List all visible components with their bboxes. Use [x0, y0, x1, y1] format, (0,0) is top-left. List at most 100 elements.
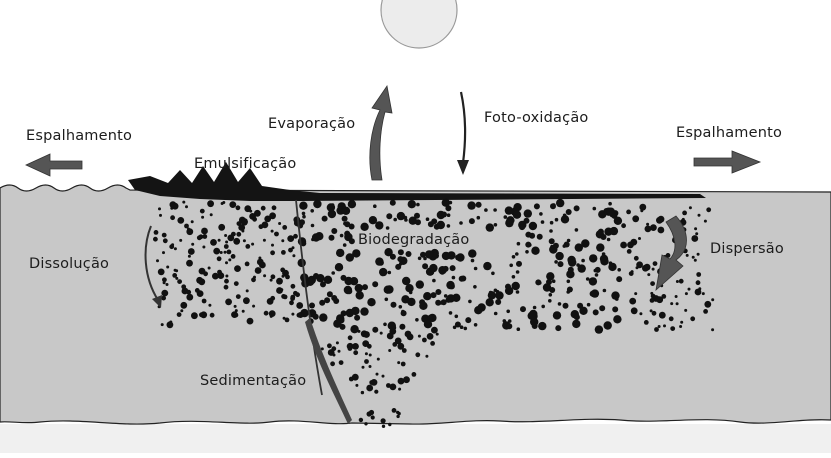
oil-droplet	[188, 255, 191, 258]
oil-droplet	[281, 250, 286, 255]
oil-droplet	[505, 206, 513, 214]
oil-droplet	[245, 262, 250, 267]
oil-droplet	[352, 343, 359, 350]
oil-droplet	[253, 276, 256, 279]
oil-droplet	[493, 208, 497, 212]
oil-droplet	[372, 327, 378, 333]
oil-droplet	[415, 352, 420, 357]
oil-droplet	[608, 263, 616, 271]
oil-droplet	[288, 248, 293, 253]
oil-droplet	[684, 309, 687, 312]
oil-droplet	[412, 372, 417, 377]
oil-droplet	[241, 218, 248, 225]
oil-droplet	[399, 305, 403, 309]
oil-droplet	[447, 224, 451, 228]
oil-droplet	[363, 331, 370, 338]
oil-droplet	[627, 242, 634, 249]
oil-droplet	[513, 203, 521, 211]
oil-droplet	[390, 254, 396, 260]
oil-droplet	[401, 295, 409, 303]
oil-droplet	[504, 215, 508, 219]
oil-droplet	[242, 310, 245, 313]
oil-droplet	[616, 276, 622, 282]
oil-droplet	[431, 218, 437, 224]
oil-droplet	[163, 281, 166, 284]
oil-droplet	[367, 298, 375, 306]
oil-droplet	[258, 257, 261, 260]
oil-droplet	[302, 215, 306, 219]
oil-droplet	[222, 201, 225, 204]
oil-droplet	[449, 283, 455, 289]
oil-droplet	[614, 217, 622, 225]
oil-droplet	[311, 224, 315, 228]
oil-droplet	[567, 287, 573, 293]
oil-droplet	[167, 321, 174, 328]
oil-droplet	[546, 272, 554, 280]
oil-droplet	[385, 298, 389, 302]
oil-droplet	[364, 359, 369, 364]
oil-droplet	[182, 201, 185, 204]
oil-droplet	[331, 228, 337, 234]
oil-droplet	[295, 292, 300, 297]
oil-droplet	[191, 312, 198, 319]
oil-droplet	[161, 296, 166, 301]
oil-droplet	[282, 225, 287, 230]
oil-droplet	[419, 302, 427, 310]
oil-droplet	[399, 262, 403, 266]
oil-droplet	[177, 217, 184, 224]
oil-droplet	[290, 296, 295, 301]
oil-droplet	[548, 299, 552, 303]
oil-droplet	[381, 418, 386, 423]
oil-droplet	[377, 358, 380, 361]
oil-droplet	[362, 284, 368, 290]
oil-droplet	[272, 205, 277, 210]
oil-droplet	[375, 221, 383, 229]
oil-droplet	[593, 309, 599, 315]
oil-droplet	[474, 323, 478, 327]
oil-droplet	[549, 287, 555, 293]
oil-droplet	[255, 267, 262, 274]
oil-droplet	[310, 209, 314, 213]
emulsification-label: Emulsificação	[194, 156, 296, 172]
oil-droplet	[435, 300, 441, 306]
oil-droplet	[229, 201, 236, 208]
oil-droplet	[516, 290, 520, 294]
oil-droplet	[225, 261, 228, 264]
oil-droplet	[627, 249, 632, 254]
oil-droplet	[254, 210, 261, 217]
oil-droplet	[650, 292, 653, 295]
oil-droplet	[251, 243, 254, 246]
oil-droplet	[282, 275, 285, 278]
oil-droplet	[541, 305, 545, 309]
dispersion-label: Dispersão	[710, 241, 784, 257]
oil-droplet	[503, 319, 507, 323]
oil-droplet	[639, 312, 642, 315]
oil-droplet	[191, 220, 194, 223]
oil-droplet	[520, 306, 526, 312]
oil-droplet	[263, 239, 266, 242]
oil-droplet	[179, 239, 182, 242]
oil-droplet	[217, 270, 222, 275]
oil-droplet	[459, 221, 463, 225]
oil-droplet	[468, 249, 476, 257]
oil-droplet	[471, 259, 475, 263]
oil-droplet	[642, 265, 649, 272]
oil-droplet	[225, 241, 228, 244]
oil-droplet	[234, 265, 241, 272]
oil-droplet	[682, 211, 687, 216]
oil-droplet	[335, 263, 343, 271]
oil-droplet	[690, 316, 695, 321]
oil-droplet	[553, 311, 561, 319]
oil-droplet	[191, 243, 194, 246]
oil-droplet	[418, 335, 421, 338]
dissolution-label: Dissolução	[29, 256, 109, 272]
oil-droplet	[656, 217, 663, 224]
oil-droplet	[612, 306, 618, 312]
oil-droplet	[575, 243, 583, 251]
oil-droplet	[161, 323, 164, 326]
oil-droplet	[227, 250, 232, 255]
oil-droplet	[406, 251, 412, 257]
oil-droplet	[356, 291, 364, 299]
oil-droplet	[161, 290, 168, 297]
oil-droplet	[528, 312, 536, 320]
